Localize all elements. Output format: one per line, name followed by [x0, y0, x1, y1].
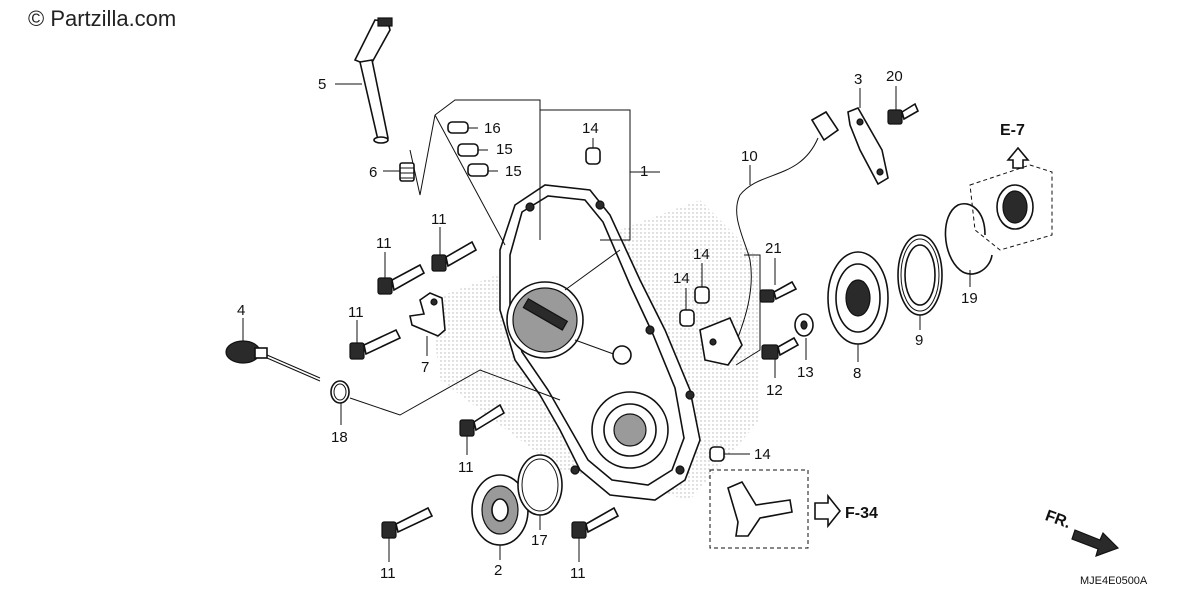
callout-21: 21: [765, 240, 782, 257]
plate-3-part[interactable]: [847, 106, 889, 186]
callout-5: 5: [318, 76, 326, 93]
callout-11f: 11: [570, 565, 586, 582]
callout-14b: 14: [693, 246, 710, 263]
bolt-20-part[interactable]: [887, 102, 920, 125]
washer-13-part[interactable]: [794, 313, 814, 337]
dowel-pin-b-part[interactable]: [694, 286, 710, 304]
one-way-clutch-9-part[interactable]: [897, 234, 943, 316]
callout-11e: 11: [380, 565, 396, 582]
watermark: © Partzilla.com: [28, 6, 177, 31]
cap-2-part[interactable]: [471, 474, 529, 546]
callout-3: 3: [854, 71, 862, 88]
callout-6: 6: [369, 164, 377, 181]
bracket-7-part[interactable]: [409, 292, 446, 337]
bolt-11a-part[interactable]: [377, 263, 426, 295]
o-ring-17-part[interactable]: [517, 454, 563, 516]
o-ring-18-part[interactable]: [330, 380, 350, 404]
callout-19: 19: [961, 290, 978, 307]
sensor-10-part[interactable]: [699, 110, 840, 366]
arrow-up-icon: [1006, 146, 1030, 169]
diagram-code: MJE4E0500A: [1080, 575, 1148, 587]
callout-11b: 11: [431, 211, 447, 228]
callout-11a: 11: [376, 235, 392, 252]
callout-1: 1: [640, 163, 648, 180]
dowel-pin-d-part[interactable]: [709, 446, 725, 462]
clutch-plate-8-part[interactable]: [827, 251, 889, 345]
bolt-11d-part[interactable]: [459, 403, 506, 437]
callout-9: 9: [915, 332, 923, 349]
circlip-19-part[interactable]: [944, 203, 993, 275]
callout-13: 13: [797, 364, 814, 381]
dowel-pin-c-part[interactable]: [679, 309, 695, 327]
seal-15a-part[interactable]: [457, 143, 479, 157]
callout-11c: 11: [348, 304, 364, 321]
reference-f34[interactable]: F-34: [845, 505, 878, 522]
reference-e7[interactable]: E-7: [1000, 122, 1025, 139]
bolt-11b-part[interactable]: [431, 240, 478, 272]
callout-4: 4: [237, 302, 245, 319]
callout-10: 10: [741, 148, 758, 165]
callout-7: 7: [421, 359, 429, 376]
dowel-pin-a-part[interactable]: [585, 147, 601, 165]
crankcase-cover-part[interactable]: [499, 184, 701, 501]
seal-16-part[interactable]: [447, 121, 469, 134]
callout-17: 17: [531, 532, 548, 549]
bracket-f34-part[interactable]: [727, 480, 793, 537]
bolt-21-part[interactable]: [759, 280, 798, 303]
spring-part[interactable]: [399, 162, 415, 182]
arrow-right-icon: [814, 493, 842, 529]
callout-14d: 14: [754, 446, 771, 463]
needle-bearing-part[interactable]: [996, 184, 1034, 230]
bolt-11f-part[interactable]: [571, 506, 620, 539]
callout-18: 18: [331, 429, 348, 446]
callout-15a: 15: [496, 141, 513, 158]
front-direction-arrow-icon: [1071, 529, 1120, 557]
bolt-11e-part[interactable]: [381, 506, 434, 539]
front-direction-label: FR.: [1043, 507, 1073, 532]
shaft-part[interactable]: [353, 17, 393, 144]
callout-8: 8: [853, 365, 861, 382]
callout-14c: 14: [673, 270, 690, 287]
callout-16: 16: [484, 120, 501, 137]
seal-15b-part[interactable]: [467, 163, 489, 177]
callout-20: 20: [886, 68, 903, 85]
callout-15b: 15: [505, 163, 522, 180]
callout-14a: 14: [582, 120, 599, 137]
callout-11d: 11: [458, 459, 474, 476]
oil-filler-cap-part[interactable]: [225, 340, 321, 382]
bolt-12-part[interactable]: [761, 336, 800, 360]
callout-12: 12: [766, 382, 783, 399]
callout-2: 2: [494, 562, 502, 579]
